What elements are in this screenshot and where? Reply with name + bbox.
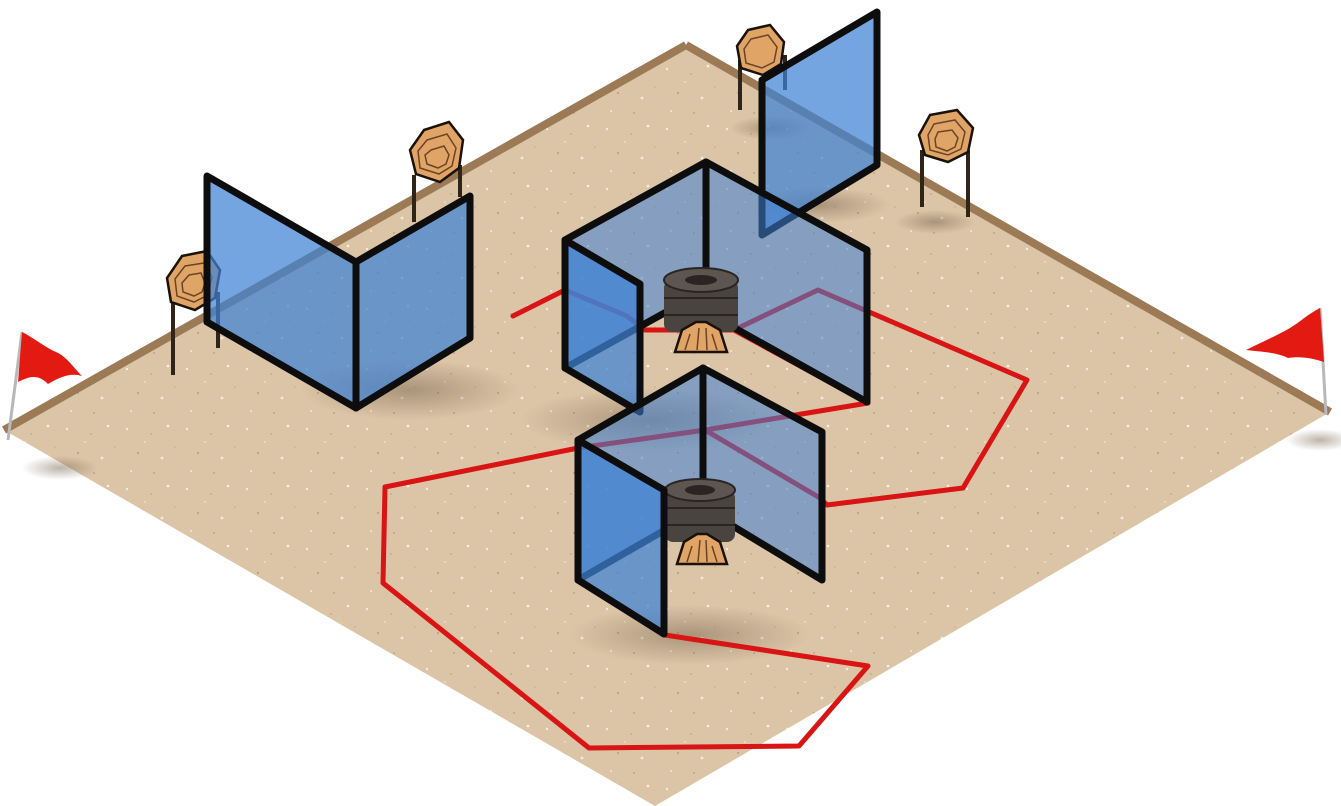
steel-target-icon (735, 23, 786, 77)
flag-icon (18, 332, 82, 384)
barricade-back (758, 8, 881, 239)
steel-target-icon (408, 120, 465, 184)
ground-plane-edge-shade (655, 420, 1341, 806)
barricade-center-bay (561, 158, 871, 416)
flag-left (6, 331, 82, 441)
flag-icon (1246, 308, 1324, 362)
steel-target-stand-back-center (735, 23, 787, 110)
barricade-left (203, 172, 474, 412)
barricade-panel-icon (702, 158, 871, 406)
barricade-panel-icon (352, 192, 474, 412)
boundary-fence-left (2, 41, 688, 434)
steel-target-stand-right (917, 108, 975, 217)
steel-target-stand-left-back (408, 120, 465, 222)
flag-right (1246, 307, 1328, 416)
barricade-panel-icon (699, 364, 826, 584)
tire-stack-icon (664, 478, 736, 542)
barricade-front-bay (574, 364, 826, 638)
steel-target-icon (917, 108, 975, 164)
steel-target-icon (673, 320, 729, 354)
barricade-panel-icon (574, 436, 668, 638)
tire-stack-icon (663, 267, 739, 332)
steel-target-icon (675, 532, 729, 566)
barricade-panel-icon (758, 8, 881, 239)
